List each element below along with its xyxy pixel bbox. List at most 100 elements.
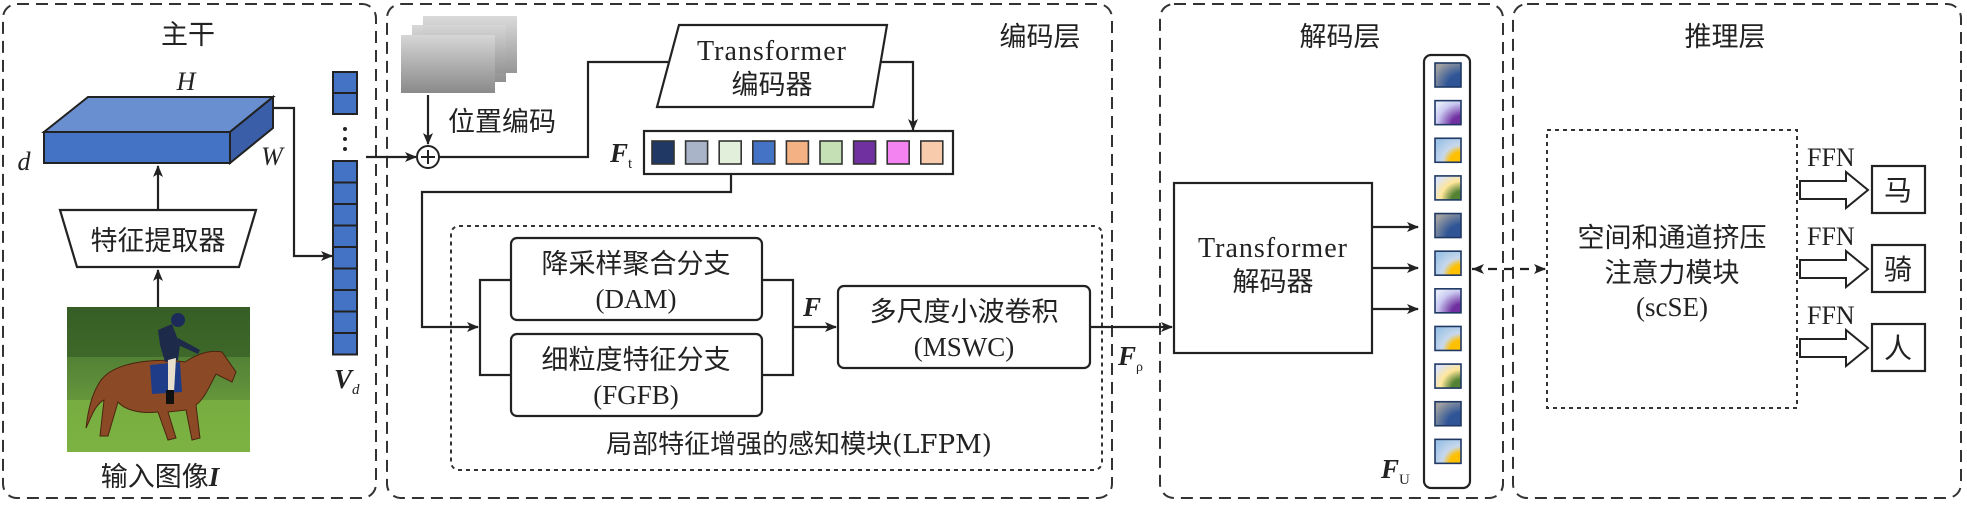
transformer-decoder-block — [1172, 181, 1374, 355]
encoder-panel — [386, 3, 1113, 499]
query-square-green — [1434, 175, 1462, 201]
ffn-label: FFN — [1807, 222, 1855, 251]
arrowhead-left-icon — [1472, 264, 1484, 274]
tokens-ft — [651, 140, 944, 165]
ffn-label: FFN — [1807, 301, 1855, 330]
token-square — [852, 140, 877, 165]
scse-label-line3: (scSE) — [1636, 292, 1708, 322]
feature-extractor-label: 特征提取器 — [91, 226, 226, 257]
transformer-decoder-label-line1: Transformer — [1198, 233, 1348, 264]
feature-map-depth-label: d — [18, 147, 32, 176]
token-square — [819, 140, 843, 165]
token-square — [919, 140, 944, 165]
fgfb-label-line2: (FGFB) — [593, 380, 679, 410]
queries-fu-label: FU — [1380, 454, 1410, 488]
ffn-label: FFN — [1807, 143, 1855, 172]
vector-cell — [332, 224, 358, 248]
vector-cell — [332, 181, 358, 205]
lfpm-label: 局部特征增强的感知模块(LFPM) — [606, 430, 992, 460]
token-square — [886, 140, 911, 165]
transformer-encoder-block — [655, 23, 889, 109]
query-square-blue — [1434, 62, 1462, 88]
transformer-encoder-label-line2: 编码器 — [732, 70, 813, 101]
scse-label-line1: 空间和通道挤压 — [1578, 223, 1767, 254]
output-class-box — [1870, 164, 1927, 215]
connector-add-to-encoder — [439, 60, 668, 159]
ffn-output-2: FFN 骑 — [1799, 222, 1927, 294]
input-image — [67, 307, 250, 452]
vector-cell — [332, 246, 358, 270]
block-arrow-icon — [1799, 169, 1870, 211]
mswc-label-line2: (MSWC) — [914, 332, 1015, 362]
vector-cell — [332, 71, 358, 94]
queries-fu — [1434, 62, 1462, 465]
query-square-yellow — [1434, 250, 1462, 276]
transformer-decoder-label-line2: 解码器 — [1233, 267, 1314, 298]
branch-split-connector — [478, 278, 511, 377]
vector-cell — [332, 203, 358, 227]
token-square — [785, 140, 810, 165]
feature-map-height-label: H — [176, 67, 197, 96]
output-class-box — [1870, 322, 1927, 373]
scse-label-line2: 注意力模块 — [1605, 258, 1740, 289]
query-square-blue — [1434, 400, 1462, 427]
ffn-output-3: FFN 人 — [1799, 301, 1927, 373]
vector-cell — [332, 289, 358, 313]
dam-label-line1: 降采样聚合分支 — [542, 249, 731, 280]
query-square-yellow — [1434, 438, 1462, 465]
vector-ellipsis-dot — [343, 127, 347, 131]
token-square — [684, 140, 709, 165]
vector-vd — [332, 71, 358, 356]
feature-map-front-face — [43, 131, 231, 164]
block-arrow-icon — [1799, 248, 1870, 290]
branch-merge-connector — [762, 278, 795, 377]
vector-cell — [332, 160, 358, 184]
vector-cell — [332, 267, 358, 291]
ffn-output-1: FFN 马 — [1799, 143, 1927, 215]
vector-ellipsis-dot — [343, 147, 347, 151]
decoder-panel — [1159, 3, 1504, 499]
output-class-box — [1870, 243, 1927, 294]
arrow-tokens-to-lfpm — [420, 174, 733, 332]
dam-label-line2: (DAM) — [596, 284, 677, 314]
backbone-title: 主干 — [161, 20, 215, 51]
add-operator-icon — [416, 145, 440, 169]
encoder-output-label: Fρ — [1117, 341, 1143, 375]
vector-cell — [332, 92, 358, 115]
arrow-encoder-to-tokens — [880, 60, 918, 131]
query-square-yellow — [1434, 137, 1462, 164]
arrow-feature-to-vector — [273, 106, 333, 261]
ffn-outputs: FFN 马 FFN 骑 FFN 人 — [1799, 143, 1927, 373]
encoder-title: 编码层 — [1000, 22, 1081, 53]
output-class-label: 骑 — [1884, 253, 1912, 286]
query-square-green — [1434, 363, 1462, 389]
inference-title: 推理层 — [1685, 22, 1766, 53]
query-square-purple — [1434, 288, 1462, 314]
backbone-panel — [2, 3, 377, 499]
tokens-ft-label: Ft — [609, 138, 633, 172]
feature-extractor-block — [58, 208, 258, 269]
vector-cell — [332, 310, 358, 334]
output-class-label: 人 — [1884, 332, 1912, 365]
block-arrow-icon — [1799, 327, 1870, 369]
merge-feature-label: F — [802, 292, 821, 322]
query-square-purple — [1434, 99, 1462, 126]
query-square-blue — [1434, 212, 1462, 239]
token-square — [651, 140, 675, 165]
query-square-yellow — [1434, 325, 1462, 352]
feature-map-width-label: W — [261, 142, 285, 171]
inference-panel — [1512, 3, 1962, 499]
lfpm-module — [450, 225, 1103, 471]
positional-encoding-stack — [401, 16, 517, 93]
fgfb-label-line1: 细粒度特征分支 — [542, 345, 731, 376]
input-image-label: 输入图像I — [101, 462, 221, 493]
positional-encoding-label: 位置编码 — [448, 107, 556, 138]
mswc-label-line1: 多尺度小波卷积 — [870, 297, 1059, 328]
token-square — [751, 140, 776, 165]
output-class-label: 马 — [1884, 174, 1912, 207]
vector-ellipsis-dot — [343, 137, 347, 141]
transformer-encoder-label-line1: Transformer — [697, 36, 847, 67]
decoder-title: 解码层 — [1300, 22, 1381, 53]
vector-cell — [332, 332, 358, 356]
